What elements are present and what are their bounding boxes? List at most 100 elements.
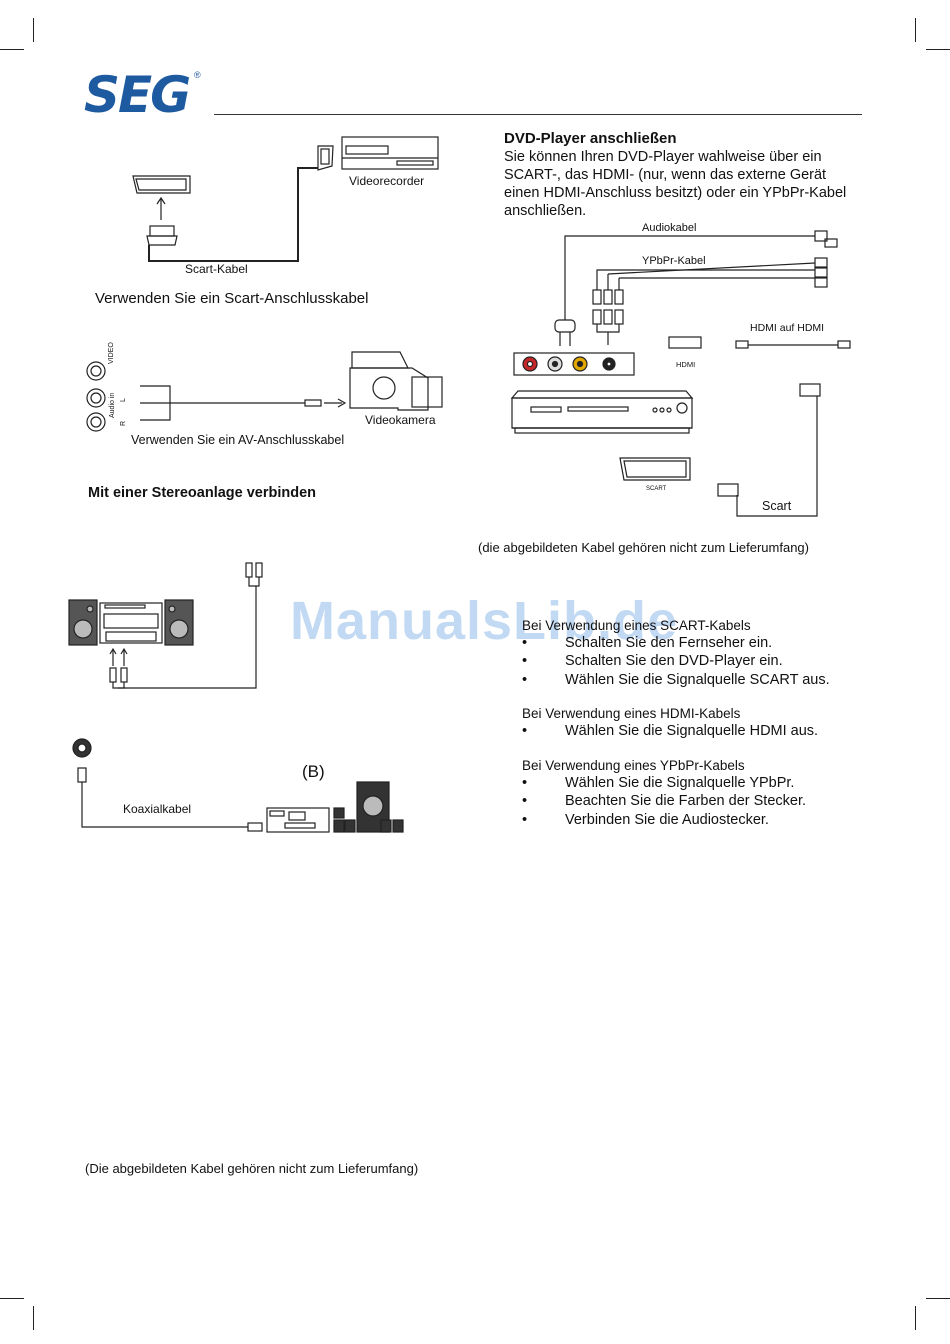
dvd-player-icon	[510, 390, 694, 434]
registered-mark: ®	[194, 70, 201, 80]
scart-cable-label: Scart	[762, 499, 792, 513]
list-item: • Wählen Sie die Signalquelle HDMI aus.	[522, 723, 818, 741]
scart-socket-icon	[132, 175, 191, 194]
rca-jack-icon	[86, 361, 106, 432]
crop-mark	[0, 49, 24, 50]
av-receiver-icon	[266, 807, 330, 833]
dvd-note: (die abgebildeten Kabel gehören nicht zu…	[478, 540, 809, 555]
stereo-cable	[112, 577, 260, 689]
crop-mark	[33, 18, 34, 42]
scart-diagram	[132, 136, 439, 262]
port-audio-in-label: Audio in	[109, 392, 116, 418]
scart-cable-label: Scart-Kabel	[185, 262, 248, 276]
bullet: •	[522, 671, 528, 688]
stereo-heading: Mit einer Stereoanlage verbinden	[88, 485, 317, 501]
dvd-port-panel	[513, 352, 635, 376]
arrow-up-icon	[156, 196, 166, 220]
hdmi-port-icon	[668, 336, 702, 349]
videorecorder-icon	[341, 136, 439, 170]
hdmi-instructions-heading: Bei Verwendung eines HDMI-Kabels	[522, 706, 741, 721]
bullet: •	[522, 635, 528, 651]
crop-mark	[915, 1306, 916, 1330]
stereo-receiver-icon	[99, 602, 163, 644]
crop-mark	[926, 1298, 950, 1299]
coax-cable-label: Koaxialkabel	[123, 802, 192, 816]
rca-plug-icon	[77, 767, 87, 783]
list-item-text: Verbinden Sie die Audiostecker.	[565, 811, 769, 828]
bullet: •	[522, 811, 528, 828]
scart-instructions-heading: Bei Verwendung eines SCART-Kabels	[522, 618, 751, 633]
logo-text: SEG	[84, 66, 191, 124]
dvd-intro: Sie können Ihren DVD-Player wahlweise üb…	[504, 148, 846, 220]
speaker-icon	[68, 599, 98, 646]
arrow-up-icon	[109, 647, 128, 666]
list-item: • Schalten Sie den DVD-Player ein.	[522, 653, 783, 671]
list-item-text: Wählen Sie die Signalquelle YPbPr.	[565, 775, 795, 791]
dvd-intro-line: anschließen.	[504, 203, 587, 219]
crop-mark	[0, 1298, 24, 1299]
watermark: ManualsLib.de	[290, 591, 679, 651]
scart-cable	[717, 383, 821, 517]
audio-cable-label: Audiokabel	[642, 222, 697, 234]
av-caption: Verwenden Sie ein AV-Anschlusskabel	[131, 433, 345, 447]
port-r-label: R	[120, 420, 127, 426]
brand-logo: SEG ®	[84, 66, 201, 124]
videocamera-icon	[349, 351, 443, 411]
port-l-label: L	[120, 398, 127, 402]
scart-caption: Verwenden Sie ein Scart-Anschlusskabel	[95, 290, 369, 307]
footer-note: (Die abgebildeten Kabel gehören nicht zu…	[85, 1161, 419, 1176]
coax-jack-icon	[72, 738, 92, 758]
crop-mark	[926, 49, 950, 50]
hdmi-cable	[735, 340, 851, 349]
audio-cable	[564, 230, 838, 320]
list-item-text: Beachten Sie die Farben der Stecker.	[565, 793, 807, 810]
av-cable	[140, 385, 347, 421]
list-item: • Beachten Sie die Farben der Stecker.	[522, 793, 806, 811]
dvd-diagram	[510, 230, 851, 517]
list-item-text: Schalten Sie den Fernseher ein.	[565, 635, 773, 651]
videocamera-label: Videokamera	[365, 413, 436, 427]
scart-instructions: Bei Verwendung eines SCART-Kabels • Schal…	[522, 618, 830, 690]
crop-mark	[33, 1306, 34, 1330]
coax-cable	[81, 782, 263, 832]
speaker-icon	[333, 781, 404, 833]
dvd-intro-line: Sie können Ihren DVD-Player wahlweise üb…	[504, 149, 822, 165]
rca-plug-icon	[554, 289, 624, 346]
scart-plug-icon	[146, 225, 178, 246]
ypbpr-cable	[596, 257, 828, 290]
speaker-icon	[164, 599, 194, 646]
hdmi-instructions: Bei Verwendung eines HDMI-Kabels • Wählen…	[522, 706, 818, 741]
dvd-intro-line: einen HDMI-Anschluss besitzt) oder ein Y…	[504, 185, 847, 201]
dvd-heading: DVD-Player anschließen	[504, 130, 677, 147]
scart-port-label: SCART	[646, 486, 667, 492]
ypbpr-cable-label: YPbPr-Kabel	[642, 255, 706, 267]
list-item-text: Wählen Sie die Signalquelle SCART aus.	[565, 671, 830, 688]
ypbpr-instructions: Bei Verwendung eines YPbPr-Kabels • Wähle…	[522, 758, 806, 830]
list-item: • Wählen Sie die Signalquelle SCART aus.	[522, 671, 830, 690]
scart-plug-icon	[317, 145, 334, 171]
stereo-diagram	[68, 562, 263, 689]
bullet: •	[522, 653, 528, 670]
coax-diagram	[72, 738, 404, 833]
list-item-text: Wählen Sie die Signalquelle HDMI aus.	[565, 723, 819, 739]
bullet: •	[522, 723, 528, 739]
header-rule	[214, 114, 862, 115]
bullet: •	[522, 775, 528, 791]
list-item: • Schalten Sie den Fernseher ein.	[522, 635, 772, 653]
dvd-intro-line: SCART-, das HDMI- (nur, wenn das externe…	[504, 167, 827, 183]
videorecorder-label: Videorecorder	[349, 174, 425, 188]
list-item: • Wählen Sie die Signalquelle YPbPr.	[522, 775, 794, 793]
coax-marker: (B)	[302, 762, 325, 781]
scart-cable	[148, 167, 318, 262]
crop-mark	[915, 18, 916, 42]
port-video-label: VIDEO	[108, 342, 115, 364]
scart-socket-icon	[619, 457, 691, 481]
ypbpr-instructions-heading: Bei Verwendung eines YPbPr-Kabels	[522, 758, 745, 773]
bullet: •	[522, 793, 528, 810]
hdmi-cable-label: HDMI auf HDMI	[750, 322, 825, 334]
hdmi-port-label: HDMI	[676, 360, 696, 369]
list-item-text: Schalten Sie den DVD-Player ein.	[565, 653, 783, 670]
av-diagram	[86, 351, 443, 432]
list-item: • Verbinden Sie die Audiostecker.	[522, 811, 769, 830]
